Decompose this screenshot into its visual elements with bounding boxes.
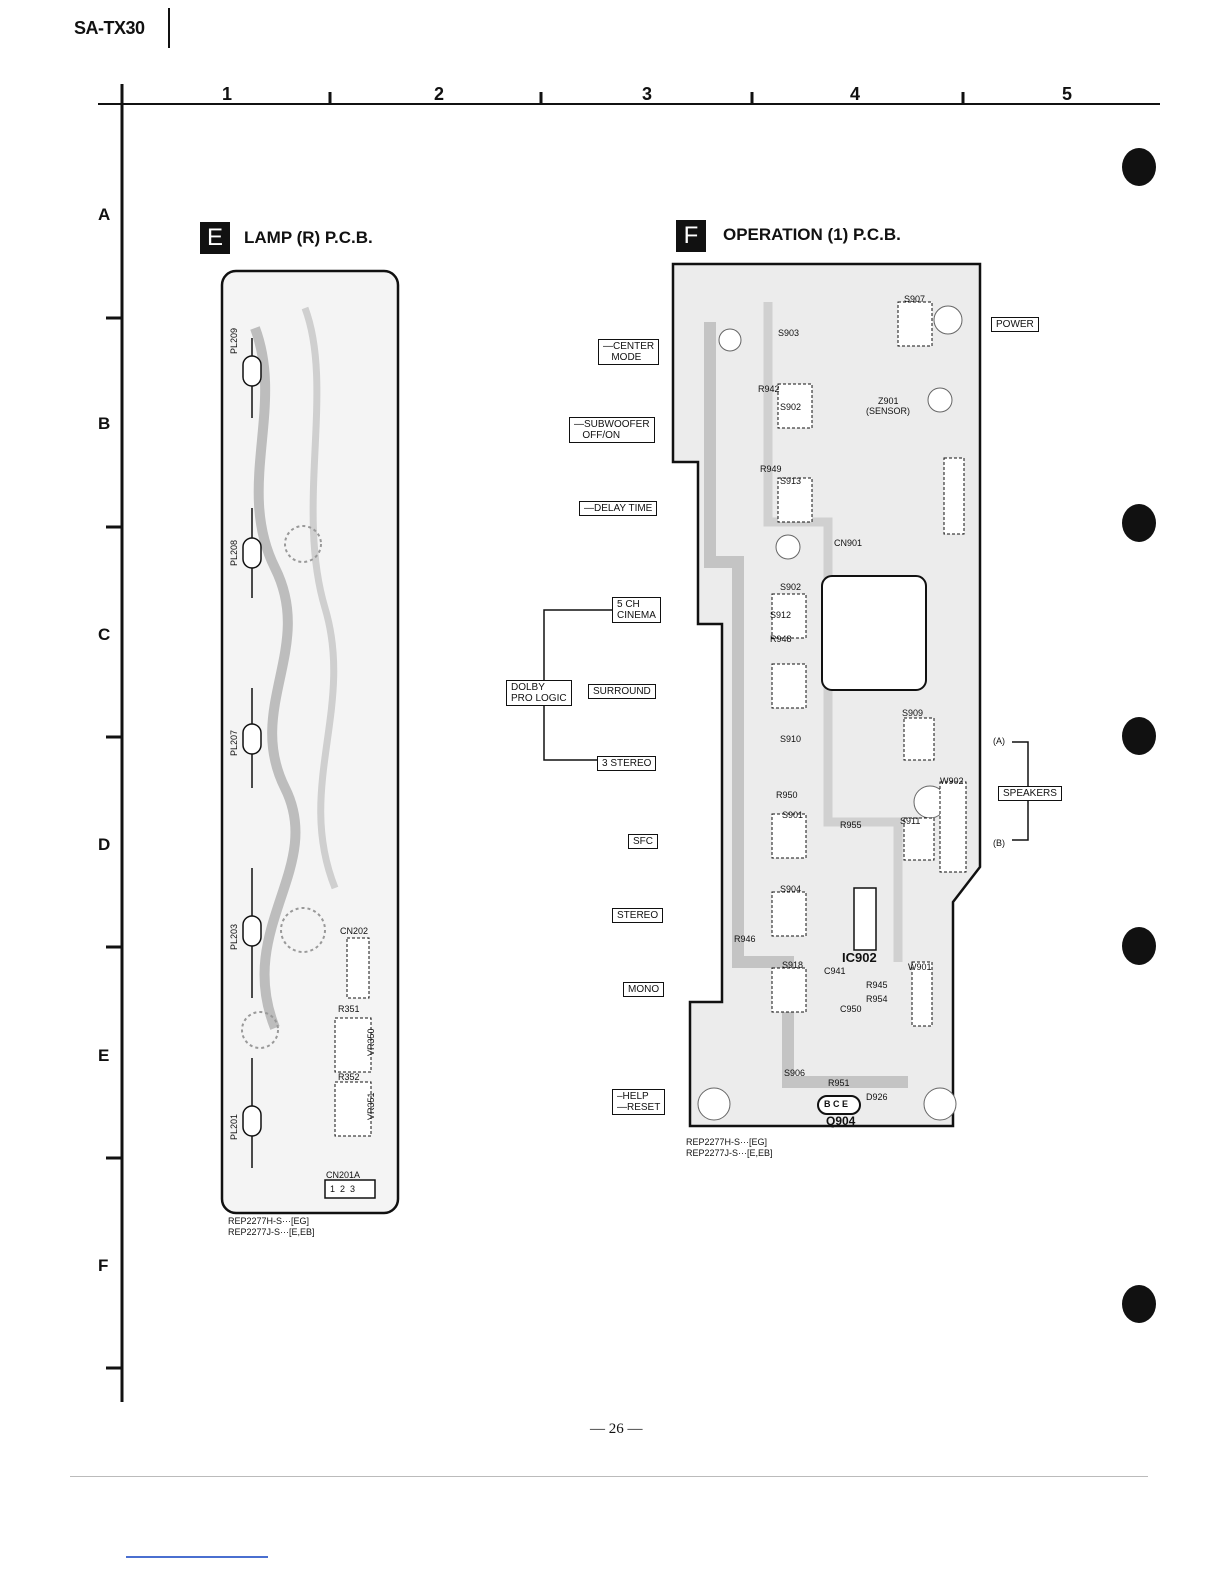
part-label: R950: [776, 790, 798, 800]
footer-divider: [70, 1476, 1148, 1477]
connector-pins: 1 2 3: [330, 1184, 356, 1194]
part-label: R951: [828, 1078, 850, 1088]
part-label: (SENSOR): [866, 406, 911, 416]
part-label: R351: [338, 1004, 360, 1014]
column-1: 1: [222, 84, 233, 104]
part-label: R954: [866, 994, 888, 1004]
row-D: D: [98, 835, 111, 854]
lamp-label: PL209: [229, 327, 239, 354]
pcb-f-part-numbers: REP2277H-S···[EG] REP2277J-S···[E,EB]: [686, 1137, 773, 1158]
model-number: SA-TX30: [74, 18, 145, 38]
part-label: R352: [338, 1072, 360, 1082]
binding-hole: [1122, 1285, 1156, 1323]
3-stereo-label: 3 STEREO: [597, 756, 657, 771]
column-3: 3: [642, 84, 653, 104]
pcb-e-title: LAMP (R) P.C.B.: [244, 228, 373, 247]
page-number: — 26 —: [590, 1421, 643, 1437]
row-E: E: [98, 1046, 110, 1065]
part-label: VR350: [366, 1028, 376, 1056]
sfc-label: SFC: [628, 834, 658, 849]
row-B: B: [98, 414, 111, 433]
part-label: C950: [840, 1004, 862, 1014]
part-label: S918: [782, 960, 804, 970]
part-label: S910: [780, 734, 802, 744]
speaker-b-label: (B): [993, 838, 1005, 848]
part-label: CN202: [340, 926, 369, 936]
subwoofer-label: —SUBWOOFER OFF/ON: [569, 417, 655, 443]
part-label: S913: [780, 476, 802, 486]
mono-label: MONO: [623, 982, 665, 997]
part-label: S904: [780, 884, 802, 894]
delay-time-label: —DELAY TIME: [579, 501, 658, 516]
part-label: S903: [778, 328, 800, 338]
part-label: C941: [824, 966, 846, 976]
part-label: S906: [784, 1068, 806, 1078]
part-label: CN201A: [326, 1170, 361, 1180]
q904-label: Q904: [826, 1114, 856, 1128]
ic902-label: IC902: [842, 950, 877, 965]
part-label: R945: [866, 980, 888, 990]
center-mode-label: —CENTER MODE: [598, 339, 660, 365]
stereo-label: STEREO: [612, 908, 664, 923]
lamp-label: PL203: [229, 923, 239, 950]
pcb-f-title: OPERATION (1) P.C.B.: [723, 225, 901, 244]
part-label: S902: [780, 402, 802, 412]
part-label: CN901: [834, 538, 863, 548]
part-label: VR351: [366, 1092, 376, 1120]
footer-link-underline[interactable]: [126, 1556, 268, 1558]
part-label: W901: [908, 962, 932, 972]
lamp-pcb-board: [220, 269, 400, 1215]
dolby-pro-logic-label: DOLBY PRO LOGIC: [506, 680, 572, 706]
pcb-e-badge: E: [200, 222, 230, 254]
lamp-label: PL201: [229, 1113, 239, 1140]
lamp-label: PL207: [229, 729, 239, 756]
part-label: R955: [840, 820, 862, 830]
pcb-f-badge: F: [676, 220, 706, 252]
part-label: S912: [770, 610, 792, 620]
binding-hole: [1122, 927, 1156, 965]
pcb-e-part-numbers: REP2277H-S···[EG] REP2277J-S···[E,EB]: [228, 1216, 315, 1237]
binding-hole: [1122, 148, 1156, 186]
operation-pcb-board: [671, 262, 982, 1128]
part-label: R949: [760, 464, 782, 474]
part-label: S907: [904, 294, 926, 304]
part-label: S901: [782, 810, 804, 820]
part-label: R942: [758, 384, 780, 394]
speaker-a-label: (A): [993, 736, 1005, 746]
power-label: POWER: [991, 317, 1039, 332]
binding-hole: [1122, 717, 1156, 755]
column-5: 5: [1062, 84, 1073, 104]
part-label: S909: [902, 708, 924, 718]
part-label: S902: [780, 582, 802, 592]
row-A: A: [98, 205, 111, 224]
row-C: C: [98, 625, 111, 644]
part-label: Z901: [878, 396, 899, 406]
part-label: S911: [900, 816, 921, 826]
part-label: R948: [770, 634, 792, 644]
column-2: 2: [434, 84, 445, 104]
part-label: D926: [866, 1092, 888, 1102]
column-4: 4: [850, 84, 861, 104]
5ch-cinema-label: 5 CH CINEMA: [612, 597, 661, 623]
row-F: F: [98, 1256, 109, 1275]
lamp-label: PL208: [229, 539, 239, 566]
help-reset-label: –HELP —RESET: [612, 1089, 666, 1115]
q904-pins: B C E: [824, 1099, 849, 1109]
surround-label: SURROUND: [588, 684, 656, 699]
speakers-label: SPEAKERS: [998, 786, 1062, 801]
header-divider: [168, 8, 170, 48]
part-label: R946: [734, 934, 756, 944]
part-label: W902: [940, 776, 964, 786]
binding-hole: [1122, 504, 1156, 542]
